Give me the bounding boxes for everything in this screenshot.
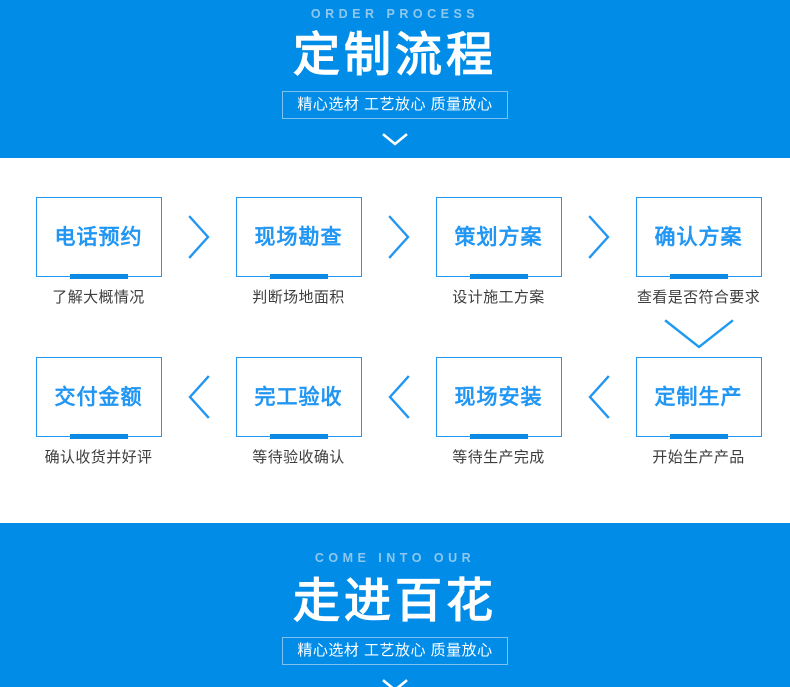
process-step[interactable]: 交付金额 确认收货并好评 [21,357,176,465]
chevron-left-icon [576,357,621,437]
step-accent-bar [469,273,528,279]
step-accent-bar [69,273,128,279]
step-accent-bar [69,433,128,439]
chevron-down-icon [663,318,735,350]
chevron-down-icon [382,679,408,687]
top-banner: ORDER PROCESS 定制流程 精心选材 工艺放心 质量放心 [0,0,790,158]
step-accent-bar [469,433,528,439]
step-caption: 等待生产完成 [452,449,545,466]
chevron-left-icon [376,357,421,437]
process-step[interactable]: 定制生产 开始生产产品 [621,357,776,465]
step-label: 电话预约 [54,225,143,249]
bottom-banner-title: 走进百花 [293,573,497,627]
chevron-down-icon [382,133,408,146]
step-caption: 等待验收确认 [252,449,345,466]
bottom-banner-eyebrow: COME INTO OUR [314,551,476,565]
chevron-right-icon [376,197,421,277]
top-banner-title: 定制流程 [293,27,497,81]
step-box[interactable]: 完工验收 [235,357,362,439]
step-accent-bar [269,273,328,279]
step-box[interactable]: 电话预约 [35,197,162,279]
step-caption: 查看是否符合要求 [636,289,761,306]
step-caption: 开始生产产品 [652,449,745,466]
process-section: 电话预约 了解大概情况 现场勘查 判断场地面积 [0,158,790,523]
step-label: 策划方案 [454,225,543,249]
process-row-1: 电话预约 了解大概情况 现场勘查 判断场地面积 [0,197,790,352]
step-box[interactable]: 现场勘查 [235,197,362,279]
process-step[interactable]: 现场安装 等待生产完成 [421,357,576,465]
step-box[interactable]: 现场安装 [435,357,562,439]
process-step[interactable]: 策划方案 设计施工方案 [421,197,576,305]
bottom-banner-tagline-wrap: 精心选材 工艺放心 质量放心 [0,637,790,666]
process-step[interactable]: 电话预约 了解大概情况 [21,197,176,305]
process-row-2: 交付金额 确认收货并好评 完工验收 等待验收确认 [0,357,790,512]
step-label: 交付金额 [54,385,143,409]
step-box[interactable]: 确认方案 [635,197,762,279]
bottom-banner-tagline: 精心选材 工艺放心 质量放心 [282,637,508,666]
chevron-right-icon [576,197,621,277]
step-label: 定制生产 [654,385,743,409]
step-caption: 了解大概情况 [52,289,145,306]
step-label: 完工验收 [254,385,343,409]
chevron-right-icon [176,197,221,277]
step-caption: 判断场地面积 [252,289,345,306]
step-label: 现场勘查 [254,225,343,249]
chevron-left-icon [176,357,221,437]
step-label: 现场安装 [454,385,543,409]
process-step[interactable]: 确认方案 查看是否符合要求 [621,197,776,305]
step-box[interactable]: 交付金额 [35,357,162,439]
bottom-banner: COME INTO OUR 走进百花 精心选材 工艺放心 质量放心 [0,523,790,687]
step-accent-bar [669,433,728,439]
step-caption: 设计施工方案 [452,289,545,306]
process-step[interactable]: 现场勘查 判断场地面积 [221,197,376,305]
top-banner-eyebrow: ORDER PROCESS [310,7,480,21]
step-label: 确认方案 [654,225,743,249]
step-box[interactable]: 定制生产 [635,357,762,439]
step-accent-bar [669,273,728,279]
process-step[interactable]: 完工验收 等待验收确认 [221,357,376,465]
step-caption: 确认收货并好评 [44,449,153,466]
step-box[interactable]: 策划方案 [435,197,562,279]
top-banner-tagline: 精心选材 工艺放心 质量放心 [282,91,508,120]
top-banner-tagline-wrap: 精心选材 工艺放心 质量放心 [0,91,790,120]
step-accent-bar [269,433,328,439]
